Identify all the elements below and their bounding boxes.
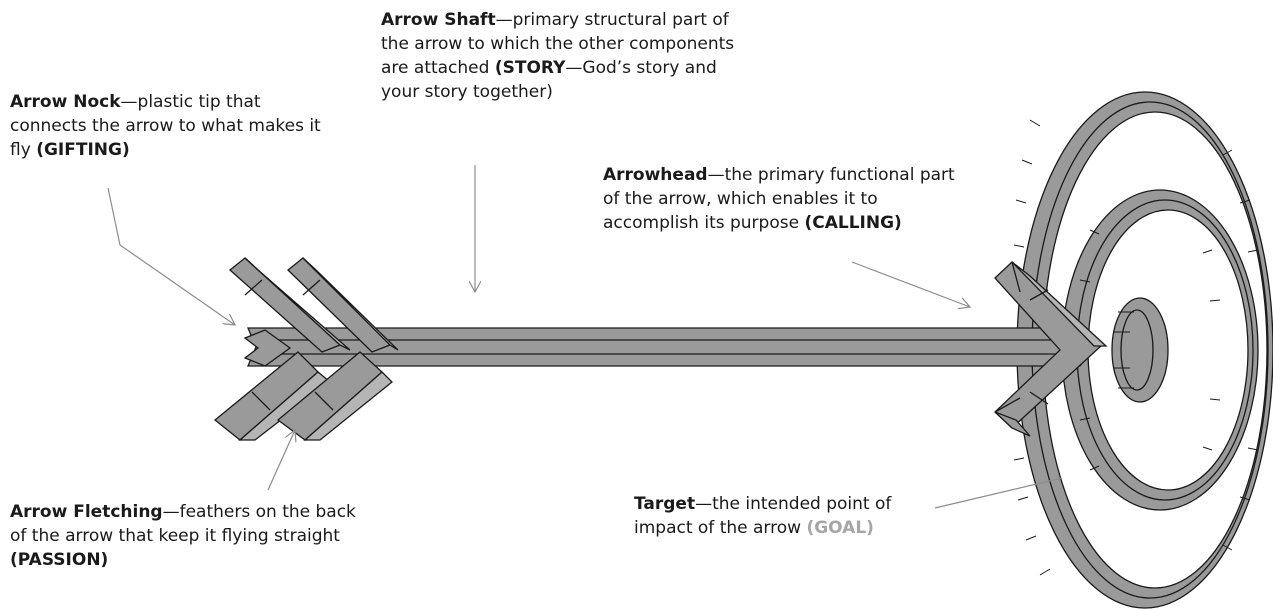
arrow-shaft-label: Arrow Shaft—primary structural part of t… xyxy=(381,10,735,102)
arrow-nock-label: Arrow Nock—plastic tip that connects the… xyxy=(10,92,321,160)
pointer-lines xyxy=(107,165,1063,509)
fletching-pointer xyxy=(267,430,295,491)
nock-pointer xyxy=(107,187,235,325)
arrow-graphic xyxy=(213,257,1108,441)
arrow-fletching xyxy=(213,257,399,441)
head-pointer xyxy=(851,261,970,307)
arrow-fletching-label: Arrow Fletching—feathers on the back of … xyxy=(10,502,356,570)
arrowhead xyxy=(994,261,1108,437)
target-label: Target—the intended point of impact of t… xyxy=(634,494,892,538)
arrow-nock xyxy=(243,329,292,367)
target-graphic xyxy=(1013,91,1273,609)
arrowhead-label: Arrowhead—the primary functional part of… xyxy=(603,165,955,233)
target-pointer xyxy=(934,477,1063,509)
